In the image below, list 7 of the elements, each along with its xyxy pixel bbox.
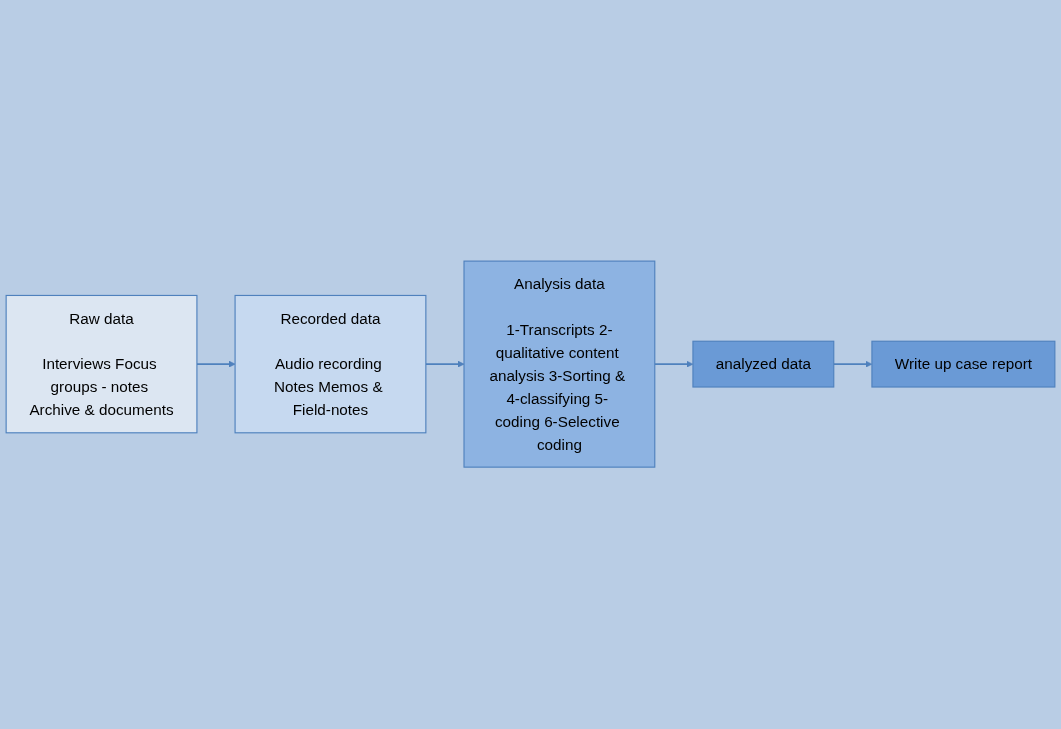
node-box: Analysis data 1-Transcripts 2-qualitative content analysis 3-Sorting & 4-classifying 5- coding 6-Selective coding — [463, 260, 656, 469]
node-box: Write up case report — [871, 341, 1056, 388]
arrow — [425, 361, 465, 368]
node-box: Recorded data Audio recording Notes Memos & Field-notes — [234, 295, 427, 434]
arrow — [196, 361, 236, 368]
node-box: analyzed data — [692, 341, 835, 388]
node-box: Raw data Interviews Focus groups - notes Archive & documents — [5, 295, 198, 434]
